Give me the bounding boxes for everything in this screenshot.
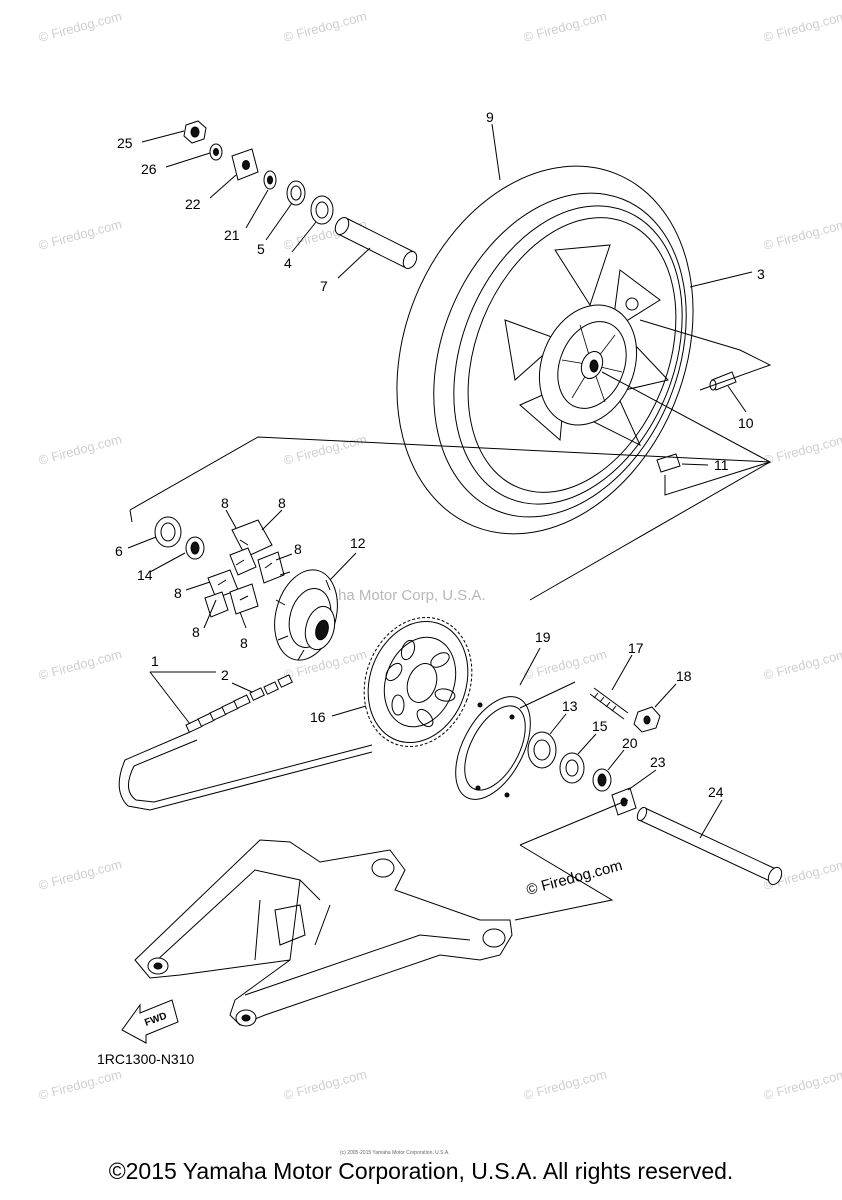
swingarm (134, 839, 513, 1027)
tiny-credit: (c) 2005-2015 Yamaha Motor Corporation, … (340, 1150, 450, 1156)
callout-25: 25 (117, 135, 133, 151)
axle-nut-group (183, 120, 418, 269)
watermark: © Firedog.com (762, 216, 842, 253)
callout-9: 9 (486, 109, 494, 125)
watermark: © Firedog.com (762, 646, 842, 683)
callout-22: 22 (185, 196, 201, 212)
watermark: © Firedog.com (37, 646, 123, 683)
callout-8d: 8 (174, 585, 182, 601)
callout-10: 10 (738, 415, 754, 431)
watermark-yamaha: Yamaha Motor Corp, U.S.A. (300, 587, 486, 604)
callout-26: 26 (141, 161, 157, 177)
spacer-7 (337, 217, 415, 269)
watermark: © Firedog.com (37, 216, 123, 253)
rim-outer (453, 205, 683, 505)
drive-chain (118, 674, 373, 811)
callout-11: 11 (714, 457, 729, 473)
axle-hole-center (589, 359, 599, 373)
callout-24: 24 (708, 784, 724, 800)
assembly-frame-left (129, 509, 133, 523)
bearing-4 (310, 195, 334, 225)
callout-5: 5 (257, 241, 265, 257)
callout-labels: 25 26 22 21 5 4 7 9 3 10 11 6 14 8 8 8 8… (115, 109, 765, 800)
bearing-6 (154, 516, 182, 548)
hub-parts-left (154, 516, 338, 661)
assembly-frame-top (129, 436, 771, 511)
chain-loop-lower (118, 731, 373, 811)
fwd-arrow-icon: FWD (121, 999, 179, 1044)
diagram-code: 1RC1300-N310 (97, 1051, 195, 1067)
watermark: © Firedog.com (522, 1066, 608, 1103)
swingarm-body (134, 839, 513, 1026)
rim-inner (467, 217, 677, 493)
callout-7: 7 (320, 278, 328, 294)
chain-links (185, 674, 293, 733)
callout-8e: 8 (192, 624, 200, 640)
cover-frame-line (519, 681, 576, 709)
sprocket-cutouts (385, 639, 456, 728)
watermark: © Firedog.com (37, 1066, 123, 1103)
callout-8a: 8 (221, 495, 229, 511)
callout-2: 2 (221, 667, 229, 683)
callout-16: 16 (310, 709, 326, 725)
watermark: © Firedog.com (37, 431, 123, 468)
callout-19: 19 (535, 629, 551, 645)
hub-inner (557, 321, 627, 409)
weight-leader (601, 371, 772, 496)
callout-15: 15 (592, 718, 608, 734)
sprocket-hub-12 (274, 569, 338, 661)
axle-slot-right (482, 928, 506, 948)
rear-wheel (396, 165, 694, 535)
right-side-parts (519, 681, 783, 886)
callout-8c: 8 (294, 541, 302, 557)
watermark: © Firedog.com (762, 1066, 842, 1103)
callout-23: 23 (650, 754, 666, 770)
assembly-frame-right (529, 461, 771, 601)
valve-hole (625, 297, 639, 311)
copyright-footer: ©2015 Yamaha Motor Corporation, U.S.A. A… (108, 1158, 734, 1184)
watermark: © Firedog.com (37, 856, 123, 893)
watermark: © Firedog.com (282, 431, 368, 468)
valve-leader (639, 319, 772, 391)
callout-13: 13 (562, 698, 578, 714)
watermark: © Firedog.com (522, 646, 608, 683)
watermark: © Firedog.com (762, 8, 842, 45)
watermark: © Firedog.com (282, 1066, 368, 1103)
callout-8f: 8 (240, 635, 248, 651)
callout-20: 20 (622, 735, 638, 751)
callout-6: 6 (115, 543, 123, 559)
callout-3: 3 (757, 266, 765, 282)
callout-1: 1 (151, 653, 159, 669)
watermark: © Firedog.com (282, 8, 368, 45)
tire-inner (433, 192, 687, 518)
damper-rubbers-8 (204, 519, 285, 618)
wheel-axle-24 (638, 807, 779, 883)
balance-weight-11 (656, 453, 681, 473)
callout-4: 4 (284, 255, 292, 271)
dust-cover-19 (455, 696, 531, 800)
axle-nut-hole (190, 126, 200, 138)
watermark: © Firedog.com (762, 431, 842, 468)
callout-21: 21 (224, 227, 240, 243)
watermark: © Firedog.com (522, 8, 608, 45)
axle-slot-left (371, 858, 395, 878)
callout-8b: 8 (278, 495, 286, 511)
watermark: © Firedog.com (37, 8, 123, 45)
swingarm-frame-lines (514, 799, 629, 921)
valve-and-weight (601, 319, 772, 496)
rear-sprocket-16 (363, 616, 473, 748)
callout-17: 17 (628, 640, 644, 656)
callout-18: 18 (676, 668, 692, 684)
bearing-13 (527, 731, 557, 769)
callout-12: 12 (350, 535, 366, 551)
oil-seal-15 (559, 752, 585, 784)
oil-seal-5 (286, 180, 306, 206)
callout-14: 14 (137, 567, 153, 583)
chain-loop-inner (128, 739, 373, 803)
leader-lines (127, 123, 753, 839)
